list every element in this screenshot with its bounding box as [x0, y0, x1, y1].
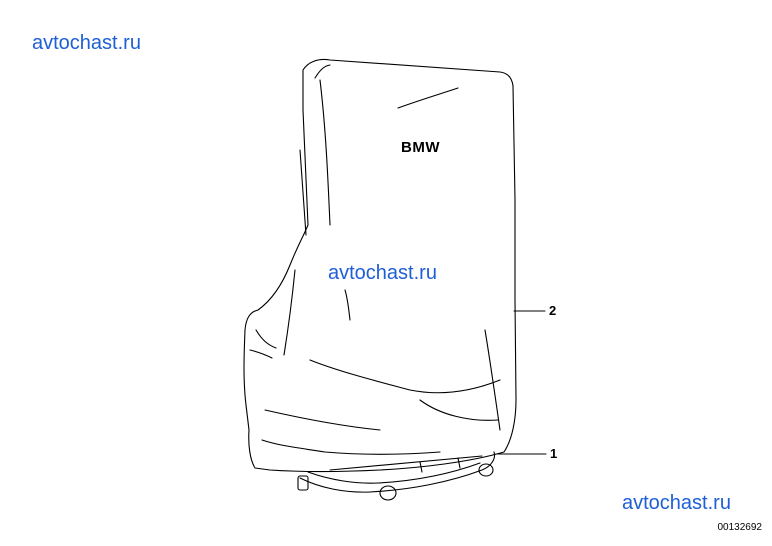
seat-cover-fold-6 [264, 409, 381, 431]
seat-cover-fold-5 [309, 359, 501, 394]
seat-frame-roller-right [478, 463, 494, 477]
seat-frame-rail-outer [299, 451, 496, 493]
seat-cover-fold-7 [419, 399, 499, 421]
callout-number-2: 2 [549, 303, 557, 318]
seat-frame-foot-left [297, 475, 309, 491]
diagram-number: 00132692 [717, 522, 763, 533]
seat-cover-fold-9 [261, 439, 441, 455]
seat-cover-side-seam [314, 64, 331, 226]
seat-frame-crossbar [329, 455, 483, 473]
callout-number-1: 1 [550, 446, 558, 461]
seat-cover-fold-3 [283, 269, 296, 356]
watermark-bottom-right: avtochast.ru [622, 492, 731, 514]
seat-cover-fold-8 [484, 329, 501, 431]
watermark-center: avtochast.ru [328, 262, 437, 284]
watermark-top-left: avtochast.ru [32, 32, 141, 54]
seat-frame-rail-inner [307, 462, 481, 484]
seat-cover-fold-10 [299, 149, 307, 236]
seat-cover-outline [243, 58, 517, 473]
cover-brand-label: BMW [401, 139, 440, 156]
seat-cover-fold-2 [344, 289, 351, 321]
seat-cover-fold-4 [249, 329, 277, 359]
seat-cover-fold-1 [397, 87, 459, 109]
seat-frame-roller-front [379, 485, 397, 501]
